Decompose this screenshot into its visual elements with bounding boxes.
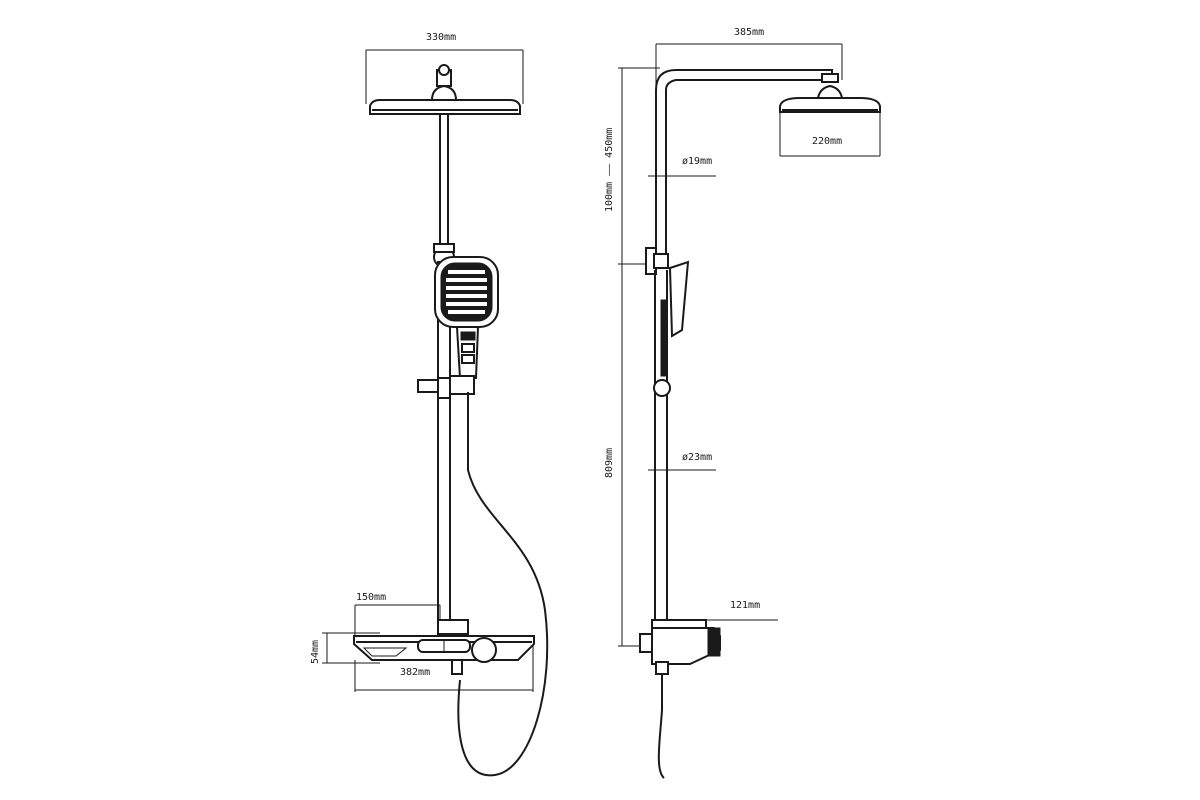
side-hose [657,674,665,779]
front-view: 330mm [310,32,549,777]
side-slide-rail [654,270,668,630]
shelf-width-dimension: 382mm [354,646,534,692]
rain-shower-head-side [779,84,881,113]
side-clamp [645,247,669,275]
mixer-depth-dimension: 121mm [700,600,778,621]
thermostatic-shelf-front [353,619,535,675]
hand-shower-holder [417,375,475,399]
front-upper-pipe [439,113,449,255]
head-width-label: 330mm [426,32,456,43]
head-width-dimension: 330mm [365,32,524,104]
spray-nozzles [446,270,487,314]
hand-shower-side [653,260,690,397]
slide-rail-height-label: 809mm [604,448,615,478]
arm-length-label: 385mm [734,27,764,38]
shower-hose [457,392,549,777]
upper-pipe-diameter-label: ø19mm [682,156,712,167]
arm-height-range-label: 100mm —— 450mm [604,128,615,212]
side-view: 385mm 100mm —— 450mm 809mm [604,27,881,779]
hand-shower-front [434,256,499,379]
temperature-knob [471,637,497,663]
rain-shower-head-front [369,64,521,115]
thermostatic-mixer-side [639,619,721,675]
upper-pipe-diameter-marker: ø19mm [648,156,716,177]
shelf-width-label: 382mm [400,667,430,678]
shelf-height-dimension: 54mm [310,632,380,664]
lower-pipe-diameter-marker: ø23mm [648,452,716,471]
shelf-offset-label: 150mm [356,592,386,603]
head-diameter-dimension: 220mm [779,112,881,157]
mixer-depth-label: 121mm [730,600,760,611]
shower-arm-side [655,69,839,260]
arm-length-dimension: 385mm [655,27,843,86]
height-dimension-lines: 100mm —— 450mm 809mm [604,67,660,647]
shelf-height-label: 54mm [310,640,321,664]
head-diameter-label: 220mm [812,136,842,147]
lower-pipe-diameter-label: ø23mm [682,452,712,463]
shelf-offset-dimension: 150mm [354,592,441,636]
